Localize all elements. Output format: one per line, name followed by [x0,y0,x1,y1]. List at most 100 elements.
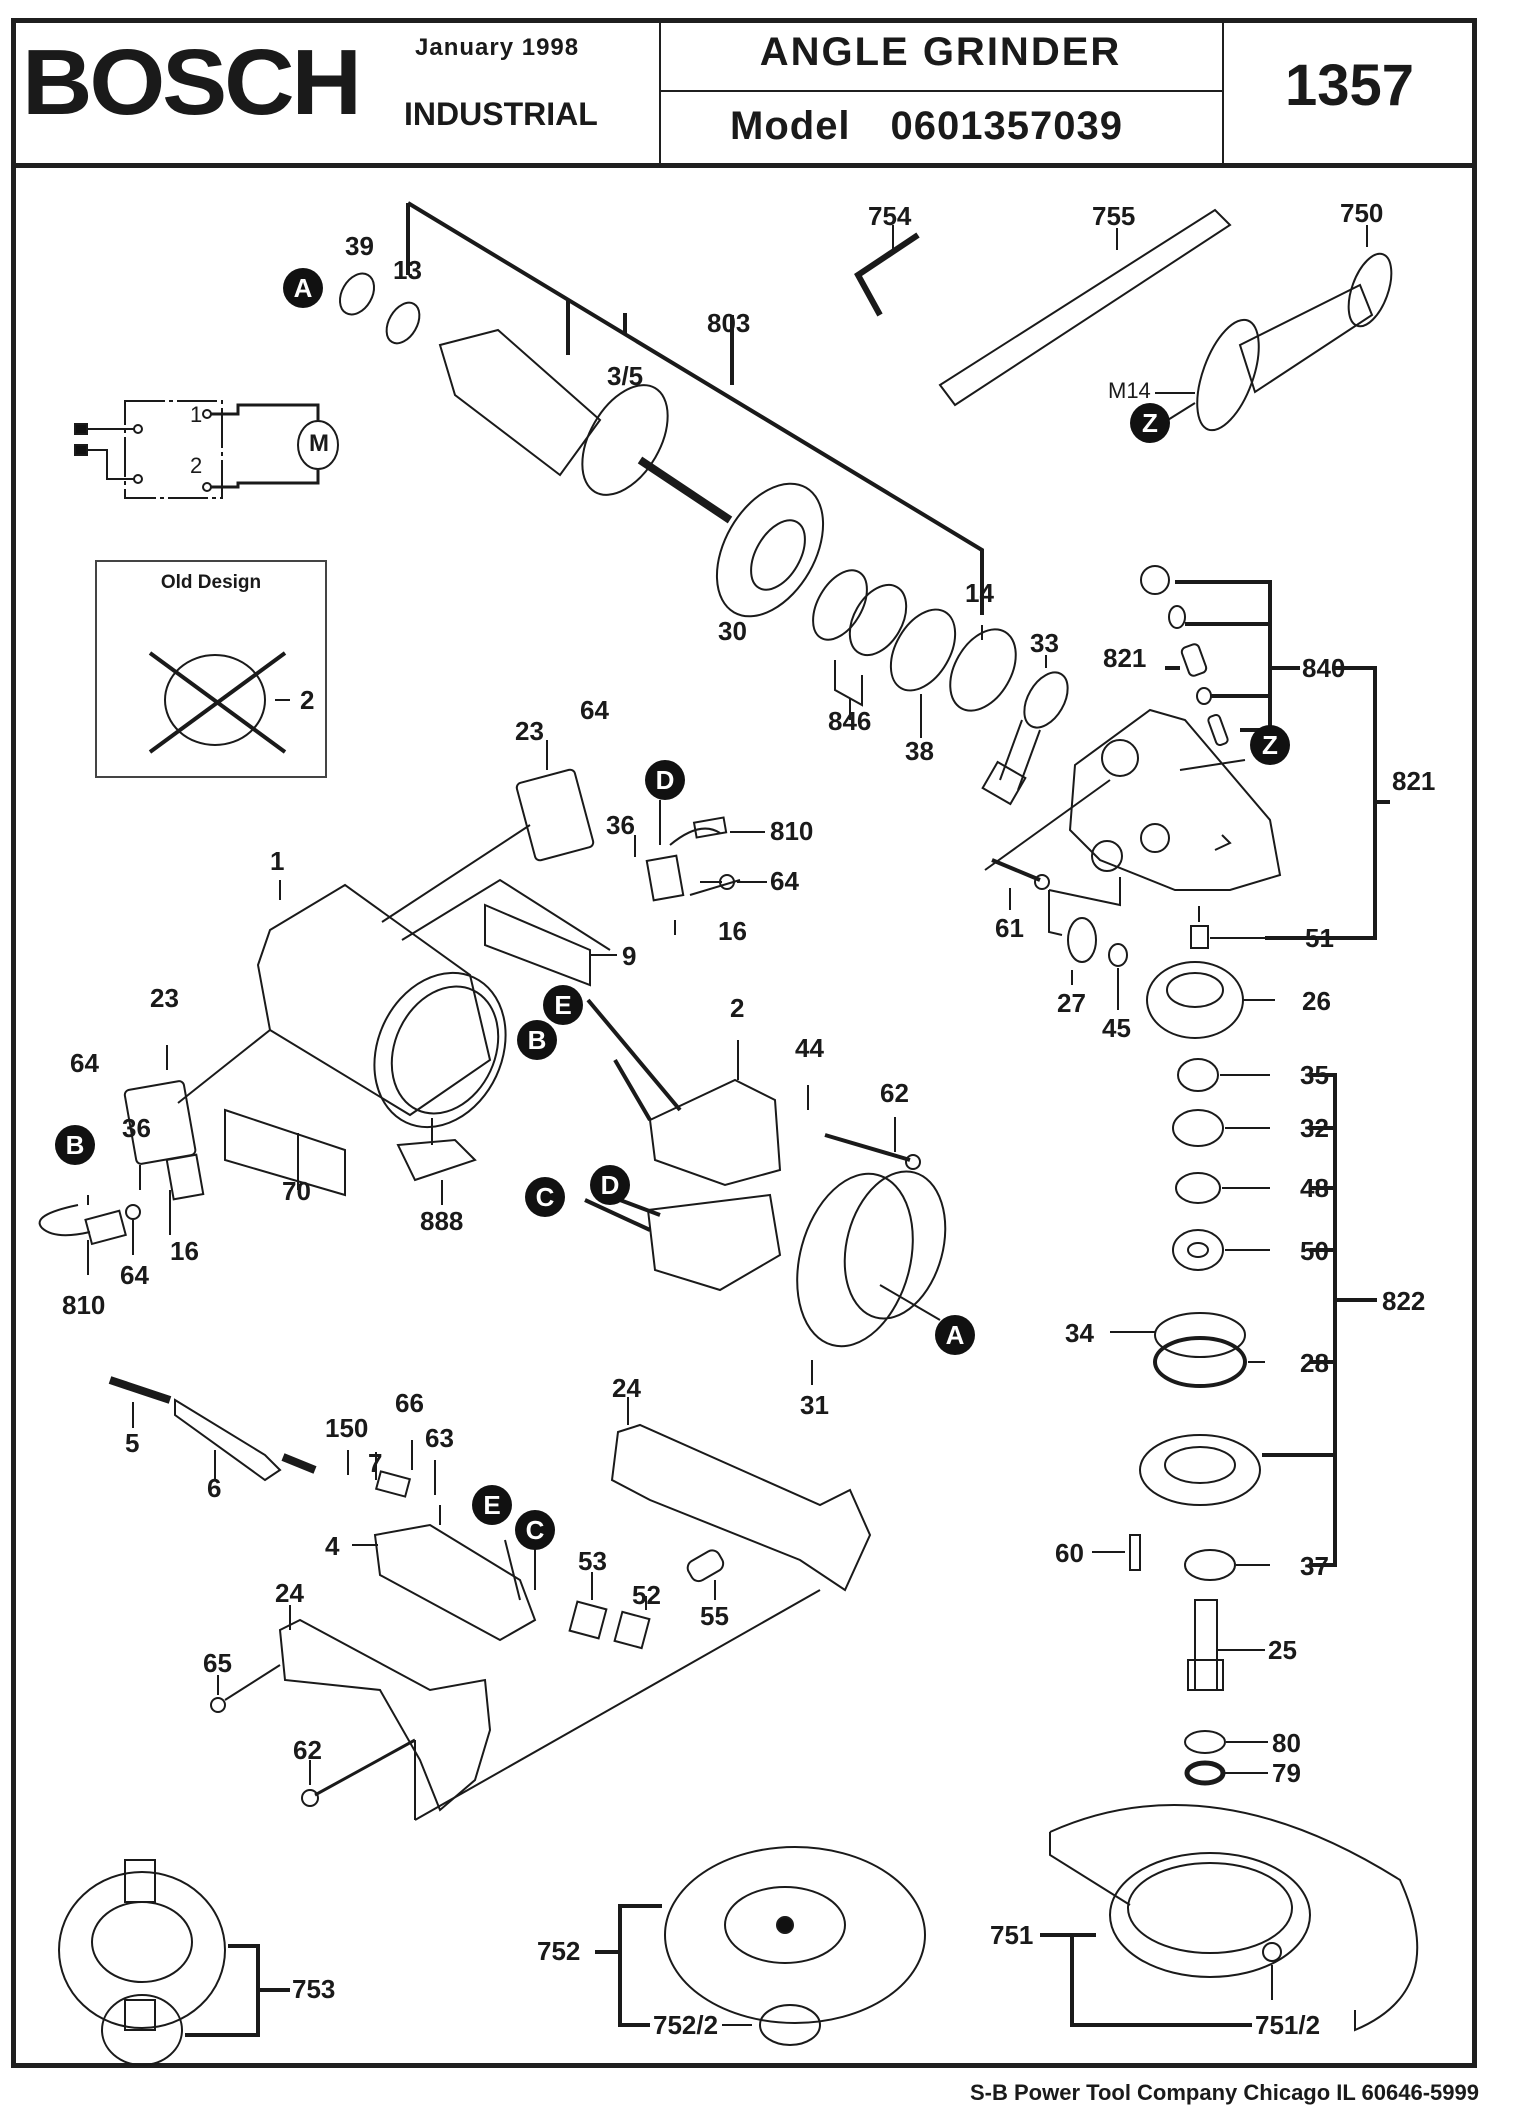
marker-badge-b: B [55,1125,95,1165]
part-label: 14 [965,578,994,608]
part-label: 34 [1065,1318,1094,1348]
part-label: 150 [325,1413,369,1443]
part-label: 61 [995,913,1024,943]
part-label: 44 [795,1033,824,1063]
part-label: 840 [1302,653,1346,683]
part-label: 36 [122,1113,151,1143]
part-label: 64 [770,866,799,896]
title-divider [659,18,661,168]
marker-badge-a: A [283,268,323,308]
part-label: 752 [537,1936,581,1966]
part-label: 52 [632,1580,661,1610]
part-label: 2 [300,685,315,715]
motor-symbol: M [309,430,329,457]
part-label: 48 [1300,1173,1329,1203]
terminal-label: 1 [190,402,203,427]
part-label: 5 [125,1428,140,1458]
drawing-frame [11,18,1477,2068]
part-label: 753 [292,1974,336,2004]
part-label: 810 [770,816,814,846]
part-label: 7 [368,1448,383,1478]
thread-spec: M14 [1108,378,1151,403]
part-label: 53 [578,1546,607,1576]
part-label: 23 [515,716,544,746]
part-label: 51 [1305,923,1334,953]
part-label: 64 [580,695,609,725]
part-label: 63 [425,1423,454,1453]
part-label: 23 [150,983,179,1013]
model-number: 0601357039 [890,104,1124,148]
document-number: 1357 [1284,53,1415,118]
part-label: 803 [707,308,751,338]
part-label: 65 [203,1648,232,1678]
part-label: 821 [1392,766,1436,796]
title-block [11,18,1477,168]
part-label: 45 [1102,1013,1131,1043]
old-design-title: Old Design [160,572,262,593]
marker-badge-b: B [517,1020,557,1060]
part-label: 24 [275,1578,304,1608]
part-label: 810 [62,1290,106,1320]
part-label: 846 [828,706,872,736]
terminal-label: 2 [190,453,203,478]
part-label: 1 [270,846,285,876]
model-label: Model [730,104,851,148]
part-label: 39 [345,231,374,261]
part-label: 35 [1300,1060,1329,1090]
part-label: 821 [1103,643,1147,673]
publication-date: January 1998 [415,34,580,61]
marker-badge-e: E [472,1485,512,1525]
part-label: 32 [1300,1113,1329,1143]
part-label: 33 [1030,628,1059,658]
product-title: ANGLE GRINDER [759,30,1122,74]
model-line: Model 0601357039 [730,104,1123,149]
part-label: 24 [612,1373,641,1403]
part-label: 26 [1302,986,1331,1016]
part-label: 60 [1055,1538,1084,1568]
part-label: 751/2 [1255,2010,1321,2040]
part-label: 16 [718,916,747,946]
part-label: 36 [606,810,635,840]
part-label: 25 [1268,1635,1297,1665]
marker-badge-c: C [525,1177,565,1217]
part-label: 64 [120,1260,149,1290]
part-label: 751 [990,1920,1034,1950]
part-label: 28 [1300,1348,1329,1378]
part-label: 62 [293,1735,322,1765]
part-label: 66 [395,1388,424,1418]
old-design-inset: Old Design [95,560,327,778]
marker-badge-z: Z [1130,403,1170,443]
part-label: 754 [868,201,912,231]
part-label: 37 [1300,1551,1329,1581]
part-label: 55 [700,1601,729,1631]
part-label: 80 [1272,1728,1301,1758]
marker-badge-a: A [935,1315,975,1355]
part-label: 755 [1092,201,1136,231]
part-label: 752/2 [653,2010,719,2040]
title-divider [1222,18,1224,168]
part-label: 79 [1272,1758,1301,1788]
marker-badge-z: Z [1250,725,1290,765]
part-label: 888 [420,1206,464,1236]
part-label: 38 [905,736,934,766]
part-label: 16 [170,1236,199,1266]
marker-badge-d: D [645,760,685,800]
part-label: 62 [880,1078,909,1108]
part-label: 4 [325,1531,340,1561]
part-label: 30 [718,616,747,646]
part-label: 13 [393,255,422,285]
part-label: 3/5 [607,361,644,391]
part-label: 2 [730,993,745,1023]
marker-badge-c: C [515,1510,555,1550]
part-label: 31 [800,1390,829,1420]
part-label: 822 [1382,1286,1426,1316]
part-label: 27 [1057,988,1086,1018]
brand-logo: BOSCH [22,30,362,134]
part-label: 6 [207,1473,222,1503]
part-label: 64 [70,1048,99,1078]
marker-badge-e: E [543,985,583,1025]
part-label: 9 [622,941,637,971]
division-label: INDUSTRIAL [404,96,598,132]
publisher-footer: S-B Power Tool Company Chicago IL 60646-… [970,2080,1479,2105]
part-label: 70 [282,1176,311,1206]
